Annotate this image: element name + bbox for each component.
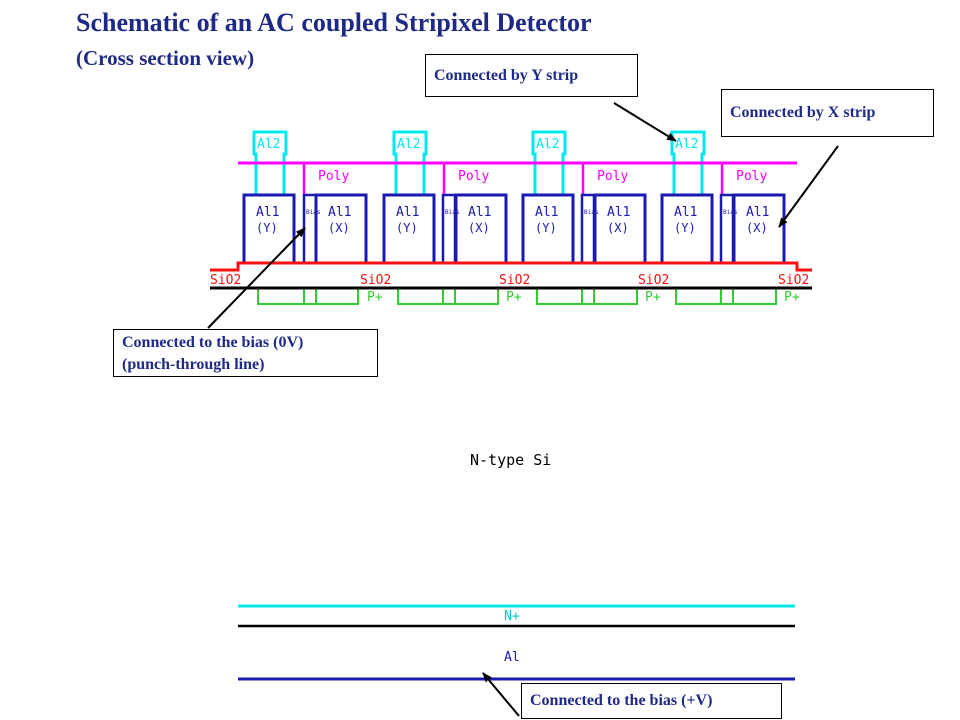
- n-plus-label: N+: [504, 609, 520, 624]
- sio2-label: SiO2: [210, 273, 241, 288]
- al1-label: Al1: [674, 205, 697, 220]
- al2-label: Al2: [536, 137, 559, 152]
- bias-implant: [581, 287, 595, 305]
- poly-label: Poly: [458, 169, 489, 184]
- arrow-bias-plus-v: [482, 672, 520, 717]
- al2-pad: [531, 130, 567, 195]
- al1-layer: Al1(Y)Al1(X)Al1(Y)Al1(X)Al1(Y)Al1(X)Al1(…: [242, 193, 786, 265]
- al2-label: Al2: [397, 137, 420, 152]
- implant-layer: P+ P+ P+ P+: [257, 287, 800, 305]
- p-plus-implant: [397, 287, 499, 305]
- n-type-si-label: N-type Si: [470, 451, 551, 469]
- al1-cell-tag: (Y): [256, 221, 278, 235]
- sio2-label: SiO2: [638, 273, 669, 288]
- callout-bias-plus-v: Connected to the bias (+V): [521, 683, 782, 719]
- poly-label: Poly: [318, 169, 349, 184]
- p-plus-label: P+: [784, 290, 800, 305]
- al-back-label: Al: [504, 650, 520, 665]
- al1-label: Al1: [468, 205, 491, 220]
- callout-bias-0v: Connected to the bias (0V) (punch-throug…: [113, 329, 378, 377]
- arrow-y-strip: [613, 102, 677, 142]
- bias-strip: [580, 193, 596, 265]
- al1-label: Al1: [328, 205, 351, 220]
- bias-implant: [303, 287, 317, 305]
- al1-cell-tag: (Y): [535, 221, 557, 235]
- al1-cell-tag: (X): [468, 221, 490, 235]
- al1-cell-tag: (X): [328, 221, 350, 235]
- bias-label: Bias: [723, 209, 738, 216]
- bias-layer: Bias Bias Bias Bias: [302, 193, 738, 265]
- al1-label: Al1: [746, 205, 769, 220]
- al1-cell-tag: (Y): [674, 221, 696, 235]
- al2-label: Al2: [257, 137, 280, 152]
- al1-cell-tag: (Y): [396, 221, 418, 235]
- bias-label: Bias: [584, 209, 599, 216]
- bias-label: Bias: [445, 209, 460, 216]
- al2-label: Al2: [675, 137, 698, 152]
- sio2-label: SiO2: [778, 273, 809, 288]
- p-plus-implant: [536, 287, 638, 305]
- callout-bias-plus-v-text: Connected to the bias (+V): [530, 692, 713, 709]
- p-plus-label: P+: [367, 290, 383, 305]
- bias-implant: [720, 287, 734, 305]
- bias-strip: [441, 193, 457, 265]
- page-subtitle: (Cross section view): [76, 46, 255, 70]
- al1-label: Al1: [607, 205, 630, 220]
- callout-x-strip-text: Connected by X strip: [730, 104, 876, 121]
- arrow-bias-0v: [207, 227, 306, 329]
- poly-label: Poly: [597, 169, 628, 184]
- al1-label: Al1: [535, 205, 558, 220]
- page-title: Schematic of an AC coupled Stripixel Det…: [76, 8, 592, 37]
- callout-bias-0v-line2: (punch-through line): [122, 356, 265, 373]
- arrow-x-strip: [778, 145, 839, 228]
- al2-pad: [392, 130, 428, 195]
- p-plus-implant: [675, 287, 777, 305]
- al1-label: Al1: [396, 205, 419, 220]
- sio2-label: SiO2: [499, 273, 530, 288]
- p-plus-implant: [257, 287, 359, 305]
- sio2-outline: [210, 261, 812, 272]
- poly-label: Poly: [736, 169, 767, 184]
- bias-strip: [719, 193, 735, 265]
- bias-label: Bias: [306, 209, 321, 216]
- callout-bias-0v-line1: Connected to the bias (0V): [122, 334, 304, 351]
- poly-layer: Poly Poly Poly Poly: [238, 161, 797, 195]
- al2-layer: Al2 Al2 Al2 Al2: [252, 130, 706, 195]
- bias-strip: [302, 193, 318, 265]
- p-plus-label: P+: [645, 290, 661, 305]
- callout-y-strip: Connected by Y strip: [425, 54, 638, 97]
- sio2-label: SiO2: [360, 273, 391, 288]
- al1-cell-tag: (X): [607, 221, 629, 235]
- al2-pad: [670, 130, 706, 195]
- al1-label: Al1: [256, 205, 279, 220]
- callout-y-strip-text: Connected by Y strip: [434, 67, 579, 84]
- callout-x-strip: Connected by X strip: [721, 89, 934, 137]
- oxide-layer: SiO2 SiO2 SiO2 SiO2 SiO2: [210, 261, 812, 288]
- bias-implant: [442, 287, 456, 305]
- al1-cell-tag: (X): [746, 221, 768, 235]
- al2-pad: [252, 130, 288, 195]
- p-plus-label: P+: [506, 290, 522, 305]
